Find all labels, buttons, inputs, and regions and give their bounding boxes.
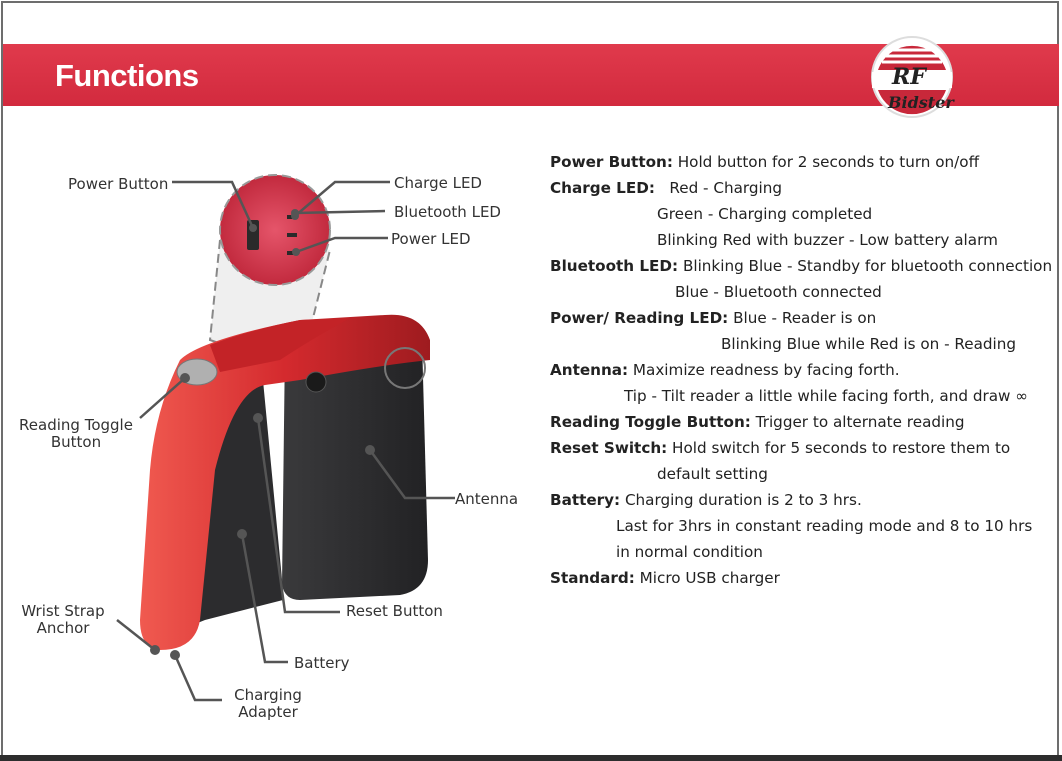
func-reset-default: default setting — [657, 465, 768, 483]
logo-text-bottom: Bidster — [887, 93, 955, 112]
antenna-knob — [305, 371, 327, 393]
bottom-bar — [0, 755, 1062, 761]
label-charge-led: Charge LED — [394, 174, 482, 192]
func-antenna-tip: Tip - Tilt reader a little while facing … — [624, 387, 1028, 405]
red-handle — [140, 314, 430, 650]
func-charge-led: Charge LED: Red - Charging — [550, 179, 783, 197]
label-antenna: Antenna — [455, 490, 519, 508]
func-charge-led-blink: Blinking Red with buzzer - Low battery a… — [657, 231, 998, 249]
func-antenna: Antenna: Maximize readness by facing for… — [550, 361, 900, 379]
func-bluetooth-connected: Blue - Bluetooth connected — [675, 283, 882, 301]
label-reset-button: Reset Button — [346, 602, 443, 620]
label-power-led: Power LED — [391, 230, 471, 248]
func-reset-switch: Reset Switch: Hold switch for 5 seconds … — [550, 439, 1011, 457]
zoom-circle — [219, 174, 331, 286]
page-title: Functions — [55, 58, 199, 93]
func-battery-normal: in normal condition — [616, 543, 763, 561]
func-charge-led-green: Green - Charging completed — [657, 205, 873, 223]
label-wrist-strap: Wrist Strap Anchor — [21, 602, 105, 637]
func-standard: Standard: Micro USB charger — [550, 569, 780, 587]
func-bluetooth-led: Bluetooth LED: Blinking Blue - Standby f… — [550, 257, 1053, 275]
label-power-button: Power Button — [68, 175, 169, 193]
device-illustration — [116, 174, 455, 702]
label-reading-toggle: Reading Toggle Button — [19, 416, 133, 451]
device-logo-icon — [384, 347, 426, 389]
func-power-button: Power Button: Hold button for 2 seconds … — [550, 153, 980, 171]
logo-text-top: RF — [891, 64, 927, 90]
label-charging-adapter: Charging Adapter — [234, 686, 302, 721]
func-battery: Battery: Charging duration is 2 to 3 hrs… — [550, 491, 862, 509]
func-power-reading-led: Power/ Reading LED: Blue - Reader is on — [550, 309, 877, 327]
func-battery-last: Last for 3hrs in constant reading mode a… — [616, 517, 1033, 535]
label-bluetooth-led: Bluetooth LED — [394, 203, 501, 221]
func-reading-toggle: Reading Toggle Button: Trigger to altern… — [550, 413, 965, 431]
func-power-reading-blink: Blinking Blue while Red is on - Reading — [721, 335, 1017, 353]
label-battery: Battery — [294, 654, 350, 672]
rf-bidster-logo: RF Bidster — [871, 36, 955, 118]
